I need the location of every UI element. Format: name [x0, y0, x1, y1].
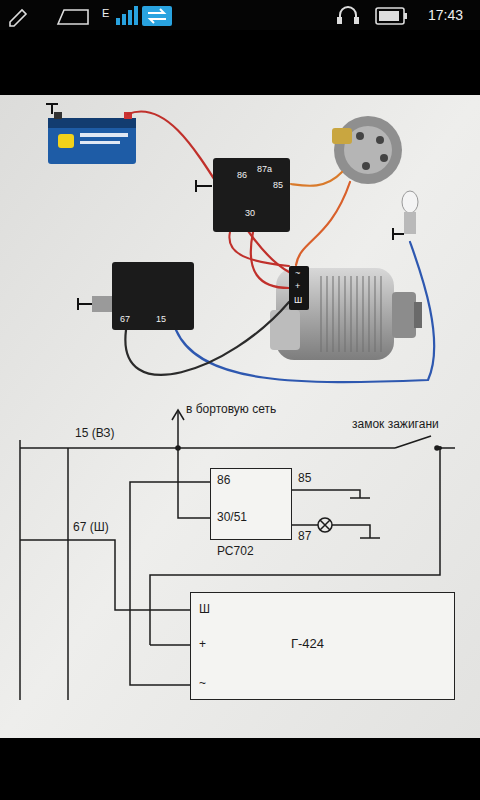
rect-shape — [0, 0, 480, 30]
switch-label: замок зажигани — [352, 418, 439, 432]
rect-shape — [48, 118, 136, 128]
pin-label: + — [199, 638, 206, 652]
wire-label: 67 (Ш) — [73, 521, 109, 535]
ground-symbol — [196, 180, 212, 192]
circle-shape — [380, 154, 388, 162]
part-name: РС702 — [217, 545, 254, 559]
pin-label: 85 — [273, 180, 283, 190]
pin-label: 30/51 — [217, 511, 247, 525]
rect-shape — [122, 14, 126, 25]
relay-photo: 86 87a85 30 — [213, 158, 290, 232]
rect-shape — [316, 276, 386, 352]
path-shape — [340, 7, 356, 20]
path-shape — [395, 436, 431, 448]
paper-sheet — [0, 95, 480, 738]
path-shape — [67, 448, 69, 700]
path-shape — [291, 172, 342, 186]
path-shape — [176, 242, 434, 382]
circle-shape — [376, 136, 384, 144]
path-shape — [332, 525, 370, 538]
lamp-photo — [393, 191, 418, 240]
wires-photo — [128, 111, 434, 382]
path-shape — [296, 182, 350, 265]
status-bar — [0, 0, 480, 30]
rect-shape — [54, 112, 62, 119]
part-name: Г-424 — [291, 637, 324, 652]
wire — [251, 232, 289, 288]
pin-label: 15 — [156, 314, 166, 324]
terminal-label: Ш — [294, 295, 302, 305]
rect-shape — [392, 292, 416, 338]
rect-shape — [414, 302, 422, 328]
rect-shape — [404, 212, 416, 234]
rect-shape — [134, 6, 138, 25]
rect-shape — [58, 134, 74, 148]
rect-shape — [116, 18, 120, 25]
terminal-label: ~ — [295, 268, 300, 278]
terminal-plate: ~ + Ш — [289, 266, 309, 310]
path-shape — [20, 447, 395, 449]
pin-label: 87 — [298, 530, 311, 544]
pin-label: Ш — [199, 603, 210, 617]
pin-label: 86 — [237, 170, 247, 180]
path-shape — [393, 228, 404, 240]
circle-shape — [362, 162, 370, 170]
pin-label: 86 — [217, 474, 230, 488]
path-shape — [320, 520, 330, 530]
rect-shape — [128, 10, 132, 25]
path-shape — [58, 10, 88, 24]
terminal-label: + — [295, 281, 300, 291]
junction-dot — [438, 446, 442, 450]
path-shape — [360, 537, 380, 539]
ignition-switch-photo — [332, 116, 402, 184]
pin-label: 85 — [298, 472, 311, 486]
path-shape — [19, 440, 21, 700]
rect-shape — [337, 17, 342, 24]
rect-shape — [142, 6, 172, 26]
note-label: в бортовую сеть — [186, 403, 276, 417]
path-shape — [172, 410, 184, 420]
rect-shape — [332, 128, 352, 144]
pin-label: 87a — [257, 164, 272, 174]
path-shape — [10, 10, 26, 26]
path-shape — [78, 298, 92, 310]
circle-shape — [356, 132, 364, 140]
path-shape — [350, 497, 370, 499]
circle-shape — [334, 116, 402, 184]
junction-dot — [175, 445, 181, 451]
path-shape — [178, 448, 210, 518]
rect-shape — [80, 133, 128, 137]
rect-shape — [379, 11, 399, 21]
rect-shape — [92, 296, 114, 312]
schematic-wires — [20, 410, 455, 700]
path-shape — [292, 524, 318, 526]
network-type: E — [102, 7, 109, 20]
regulator-mount — [78, 296, 114, 312]
wire-label: 15 (ВЗ) — [75, 427, 115, 441]
pin-label: 30 — [245, 208, 255, 218]
rect-shape — [404, 13, 407, 19]
rect-shape — [48, 118, 136, 164]
alternator-box: Г-424 Ш + ~ — [190, 592, 455, 700]
circle-shape — [318, 518, 332, 532]
rect-shape — [80, 141, 120, 144]
path-shape — [148, 9, 166, 23]
clock: 17:43 — [428, 7, 463, 23]
rect-shape — [354, 17, 359, 24]
path-shape — [177, 412, 179, 448]
regulator-photo: 67 15 — [112, 262, 194, 330]
battery-photo — [46, 104, 136, 164]
path-shape — [128, 111, 289, 272]
relay-box: РС7028630/51 — [210, 468, 292, 540]
rect-shape — [376, 8, 404, 24]
ellipse-shape — [402, 191, 418, 213]
pin-label: 67 — [120, 314, 130, 324]
path-shape — [292, 490, 360, 498]
path-shape — [229, 232, 289, 266]
pin-label: ~ — [199, 677, 206, 691]
